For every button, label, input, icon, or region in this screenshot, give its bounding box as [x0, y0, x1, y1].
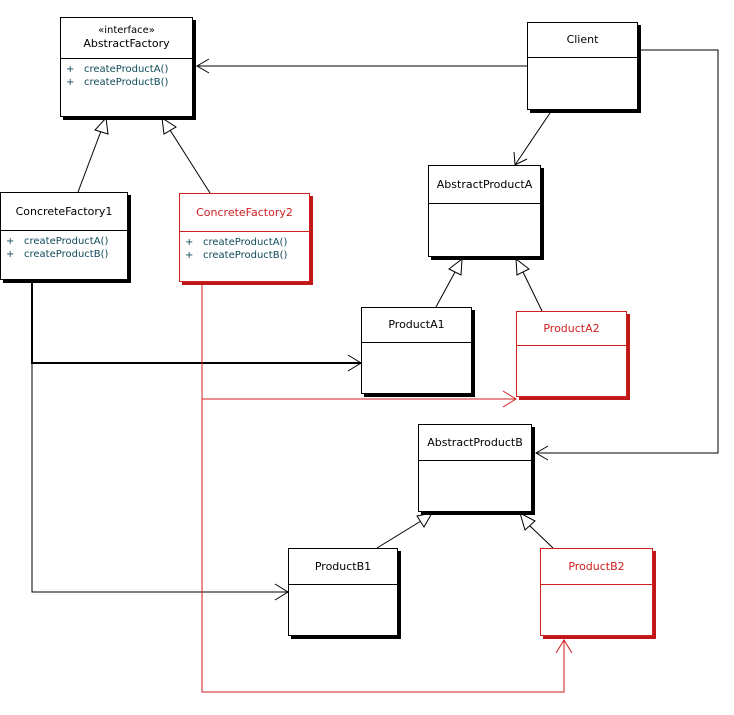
- class-name: Client: [566, 33, 599, 46]
- product-b2-class[interactable]: ProductB2: [540, 548, 653, 636]
- product-b2-generalization-triangle: [519, 511, 536, 531]
- operation-row: + createProductB(): [66, 76, 192, 89]
- visibility-marker: +: [6, 236, 15, 247]
- concrete-factory-2-class[interactable]: ConcreteFactory2 + createProductA() + crea…: [179, 193, 310, 282]
- operation-name: createProductB(): [84, 77, 169, 88]
- concrete-factory-1-to-product-b1-line: [31, 363, 288, 593]
- class-name: AbstractProductB: [427, 435, 523, 449]
- visibility-marker: +: [185, 250, 194, 261]
- product-a1-generalization-line: [435, 271, 456, 308]
- client-to-abstract-factory-arrowhead: [196, 58, 210, 74]
- class-header: Client: [528, 23, 637, 58]
- operation-row: + createProductA(): [6, 235, 127, 248]
- visibility-marker: +: [66, 64, 75, 75]
- product-b2-generalization-line: [529, 525, 554, 549]
- client-to-abstract-product-a-line: [514, 109, 553, 166]
- class-name: AbstractProductA: [436, 177, 533, 191]
- class-header: ProductB2: [541, 549, 652, 585]
- product-b1-generalization-line: [376, 520, 422, 549]
- client-to-abstract-product-b-arrowhead: [535, 445, 549, 461]
- interface-stereotype: «interface»: [98, 25, 155, 36]
- connector-lines: [31, 49, 719, 693]
- class-name: ProductB2: [568, 559, 625, 573]
- operation-row: + createProductA(): [66, 63, 192, 76]
- class-header: «interface» AbstractFactory: [61, 18, 192, 59]
- concrete-factory-2-realization-triangle: [161, 117, 177, 135]
- abstract-product-b-class[interactable]: AbstractProductB: [418, 424, 532, 512]
- concrete-factory-1-realization-line: [77, 130, 102, 193]
- visibility-marker: +: [6, 249, 15, 260]
- class-name: ProductA1: [388, 318, 445, 331]
- concrete-factory-2-to-product-a2-arrowhead: [502, 390, 517, 408]
- abstract-product-a-class[interactable]: AbstractProductA: [428, 165, 541, 257]
- class-header: ConcreteFactory1: [1, 193, 127, 231]
- visibility-marker: +: [66, 77, 75, 88]
- visibility-marker: +: [185, 237, 194, 248]
- operation-row: + createProductA(): [185, 236, 309, 249]
- product-b1-class[interactable]: ProductB1: [288, 548, 398, 636]
- operations-compartment: + createProductA() + createProductB(): [180, 232, 309, 262]
- client-class[interactable]: Client: [527, 22, 638, 110]
- class-name: ConcreteFactory2: [196, 205, 293, 219]
- concrete-factory-1-class[interactable]: ConcreteFactory1 + createProductA() + crea…: [0, 192, 128, 280]
- class-name: AbstractFactory: [83, 37, 170, 50]
- class-header: ProductA2: [517, 312, 626, 346]
- class-name: ProductA2: [543, 321, 600, 335]
- client-to-abstract-product-b-line: [536, 49, 719, 454]
- concrete-factory-2-to-product-b2-line: [201, 399, 565, 693]
- operation-row: + createProductB(): [6, 248, 127, 261]
- operations-compartment: + createProductA() + createProductB(): [1, 231, 127, 261]
- class-header: ProductB1: [289, 549, 397, 585]
- product-a2-generalization-triangle: [515, 257, 530, 276]
- product-a2-generalization-line: [522, 271, 543, 312]
- product-a1-generalization-triangle: [448, 257, 463, 276]
- operation-name: createProductA(): [203, 237, 288, 248]
- product-a2-class[interactable]: ProductA2: [516, 311, 627, 397]
- class-header: AbstractProductA: [429, 166, 540, 204]
- operation-row: + createProductB(): [185, 249, 309, 262]
- product-b1-generalization-triangle: [416, 512, 433, 528]
- operations-compartment: + createProductA() + createProductB(): [61, 59, 192, 89]
- operation-name: createProductB(): [24, 249, 109, 260]
- abstract-factory-class[interactable]: «interface» AbstractFactory + createProdu…: [60, 17, 193, 117]
- operation-name: createProductA(): [24, 236, 109, 247]
- class-name: ConcreteFactory1: [15, 204, 113, 218]
- class-name: ProductB1: [314, 559, 372, 573]
- class-header: ProductA1: [362, 308, 471, 343]
- concrete-factory-1-realization-triangle: [94, 116, 109, 135]
- concrete-factory-1-to-product-a1-line: [31, 281, 361, 364]
- operation-name: createProductA(): [84, 64, 169, 75]
- class-header: ConcreteFactory2: [180, 194, 309, 232]
- class-header: AbstractProductB: [419, 425, 531, 461]
- concrete-factory-2-to-product-b2-arrowhead: [555, 639, 573, 654]
- product-a1-class[interactable]: ProductA1: [361, 307, 472, 394]
- operation-name: createProductB(): [203, 250, 288, 261]
- concrete-factory-2-realization-line: [169, 129, 211, 194]
